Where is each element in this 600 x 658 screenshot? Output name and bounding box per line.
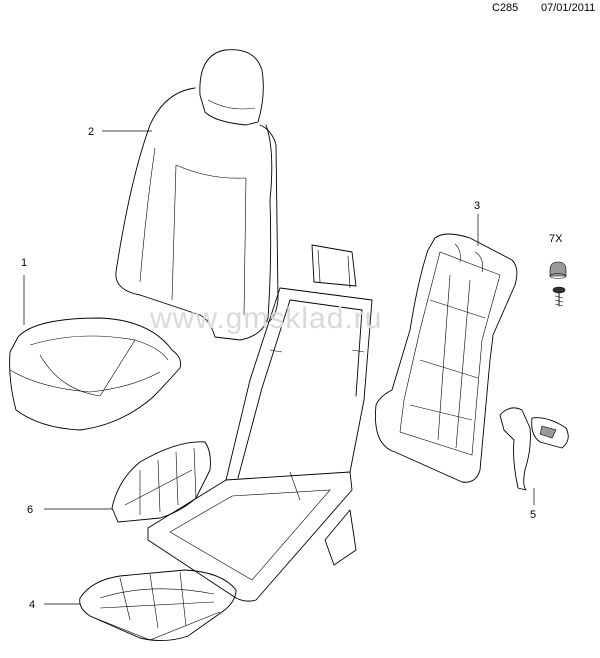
part-side-trim bbox=[111, 441, 211, 523]
part-seat-frame bbox=[147, 244, 373, 602]
callout-5: 5 bbox=[530, 509, 536, 521]
diagram-code: C285 bbox=[492, 2, 519, 14]
part-seat-tray bbox=[79, 569, 237, 641]
callout-2: 2 bbox=[88, 126, 94, 138]
callout-6: 6 bbox=[27, 504, 33, 516]
part-seat-backrest bbox=[115, 49, 279, 341]
diagram-date: 07/01/2011 bbox=[541, 2, 596, 14]
part-fasteners bbox=[549, 261, 567, 307]
callout-7x: 7X bbox=[549, 233, 563, 245]
callout-3: 3 bbox=[474, 200, 480, 212]
watermark-text: www.gmsklad.ru bbox=[149, 302, 382, 335]
part-seat-cushion bbox=[9, 317, 182, 431]
callout-4: 4 bbox=[29, 599, 35, 611]
part-recliner-handle bbox=[499, 407, 569, 491]
part-backrest-rear-panel bbox=[374, 233, 518, 483]
callout-1: 1 bbox=[21, 257, 27, 269]
